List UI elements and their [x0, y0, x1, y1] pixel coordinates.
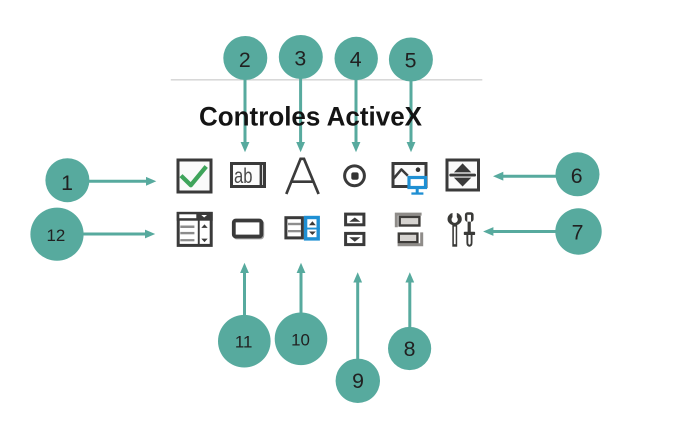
svg-text:1: 1 — [61, 171, 73, 195]
svg-text:2: 2 — [239, 48, 251, 72]
svg-text:10: 10 — [291, 331, 310, 350]
svg-text:7: 7 — [572, 220, 584, 244]
svg-text:3: 3 — [294, 47, 306, 71]
svg-text:12: 12 — [47, 226, 66, 245]
svg-text:Controles ActiveX: Controles ActiveX — [199, 101, 422, 132]
svg-text:6: 6 — [571, 164, 583, 188]
svg-text:ab: ab — [234, 164, 253, 188]
svg-text:8: 8 — [404, 337, 416, 361]
svg-text:9: 9 — [352, 369, 364, 393]
svg-text:11: 11 — [235, 333, 253, 352]
svg-text:4: 4 — [350, 48, 362, 72]
svg-text:5: 5 — [405, 49, 417, 73]
